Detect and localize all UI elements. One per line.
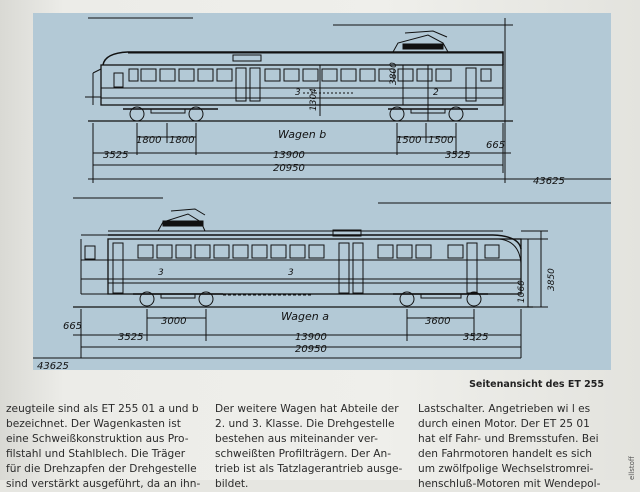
dim-value: 20950 [295, 344, 327, 355]
dim-value: 43625 [533, 176, 565, 187]
dim-value: 3525 [118, 332, 143, 343]
text-line: Der weitere Wagen hat Abteile der [215, 403, 399, 415]
height-dim: 3800 [389, 62, 399, 85]
dim-value: 1800 [169, 135, 194, 146]
side-view-figure: 3 2 3800 1304 Wagen b 1800 1800 3525 139… [33, 13, 611, 370]
dim-value: 665 [486, 140, 505, 151]
dim-value: 3525 [103, 150, 128, 161]
train-drawing: 3 2 3800 1304 Wagen b 1800 1800 3525 139… [33, 17, 611, 370]
height-dim: 1060 [517, 280, 527, 303]
height-dim: 3850 [547, 268, 557, 291]
text-line: durch einen Motor. Der ET 25 01 [418, 418, 590, 430]
text-line: sind verstärkt ausgeführt, da an ihn- [6, 478, 201, 490]
dim-value: 20950 [273, 163, 305, 174]
car-label: Wagen a [281, 310, 329, 323]
dim-value: 3000 [161, 316, 186, 327]
dim-value: 3525 [463, 332, 488, 343]
text-line: um zwölfpolige Wechselstromrei- [418, 463, 594, 475]
text-line: zeugteile sind als ET 255 01 a und b [6, 403, 199, 415]
text-line: eine Schweißkonstruktion aus Pro- [6, 433, 189, 445]
dim-value: 1500 [428, 135, 453, 146]
text-line: filstahl und Stahlblech. Die Träger [6, 448, 186, 460]
text-line: Lastschalter. Angetrieben wi l es [418, 403, 591, 415]
text-line: trieb ist als Tatzlagerantrieb ausge- [215, 463, 403, 475]
dim-value: 665 [63, 321, 82, 332]
class-mark: 2 [433, 88, 439, 98]
class-mark: 3 [288, 268, 294, 278]
dim-value: 13900 [273, 150, 305, 161]
text-line: bildet. [215, 478, 249, 490]
text-column-1: zeugteile sind als ET 255 01 a und b bez… [6, 402, 201, 492]
dim-value: 3525 [445, 150, 470, 161]
text-line: bezeichnet. Der Wagenkasten ist [6, 418, 181, 430]
text-line: bestehen aus miteinander ver- [215, 433, 378, 445]
text-line: den Fahrmotoren handelt es sich [418, 448, 593, 460]
dim-value: 13900 [295, 332, 327, 343]
dim-value: 43625 [37, 361, 69, 370]
text-line: für die Drehzapfen der Drehgestelle [6, 463, 197, 475]
car-label: Wagen b [278, 128, 326, 141]
text-line: hat elf Fahr- und Bremsstufen. Bei [418, 433, 599, 445]
dim-value: 3600 [425, 316, 450, 327]
text-line: schweißten Profilträgern. Der An- [215, 448, 392, 460]
class-mark: 3 [295, 88, 301, 98]
text-column-3: Lastschalter. Angetrieben wi l es durch … [418, 402, 608, 492]
dim-value: 1800 [136, 135, 161, 146]
text-column-2: Der weitere Wagen hat Abteile der 2. und… [215, 402, 405, 492]
height-dim: 1304 [309, 88, 319, 111]
figure-caption: Seitenansicht des ET 255 [469, 379, 604, 390]
edge-text: ellstoff [628, 456, 636, 480]
dim-value: 1500 [396, 135, 421, 146]
text-line: henschluß-Motoren mit Wendepol- [418, 478, 601, 490]
text-line: 2. und 3. Klasse. Die Drehgestelle [215, 418, 395, 430]
class-mark: 3 [158, 268, 164, 278]
